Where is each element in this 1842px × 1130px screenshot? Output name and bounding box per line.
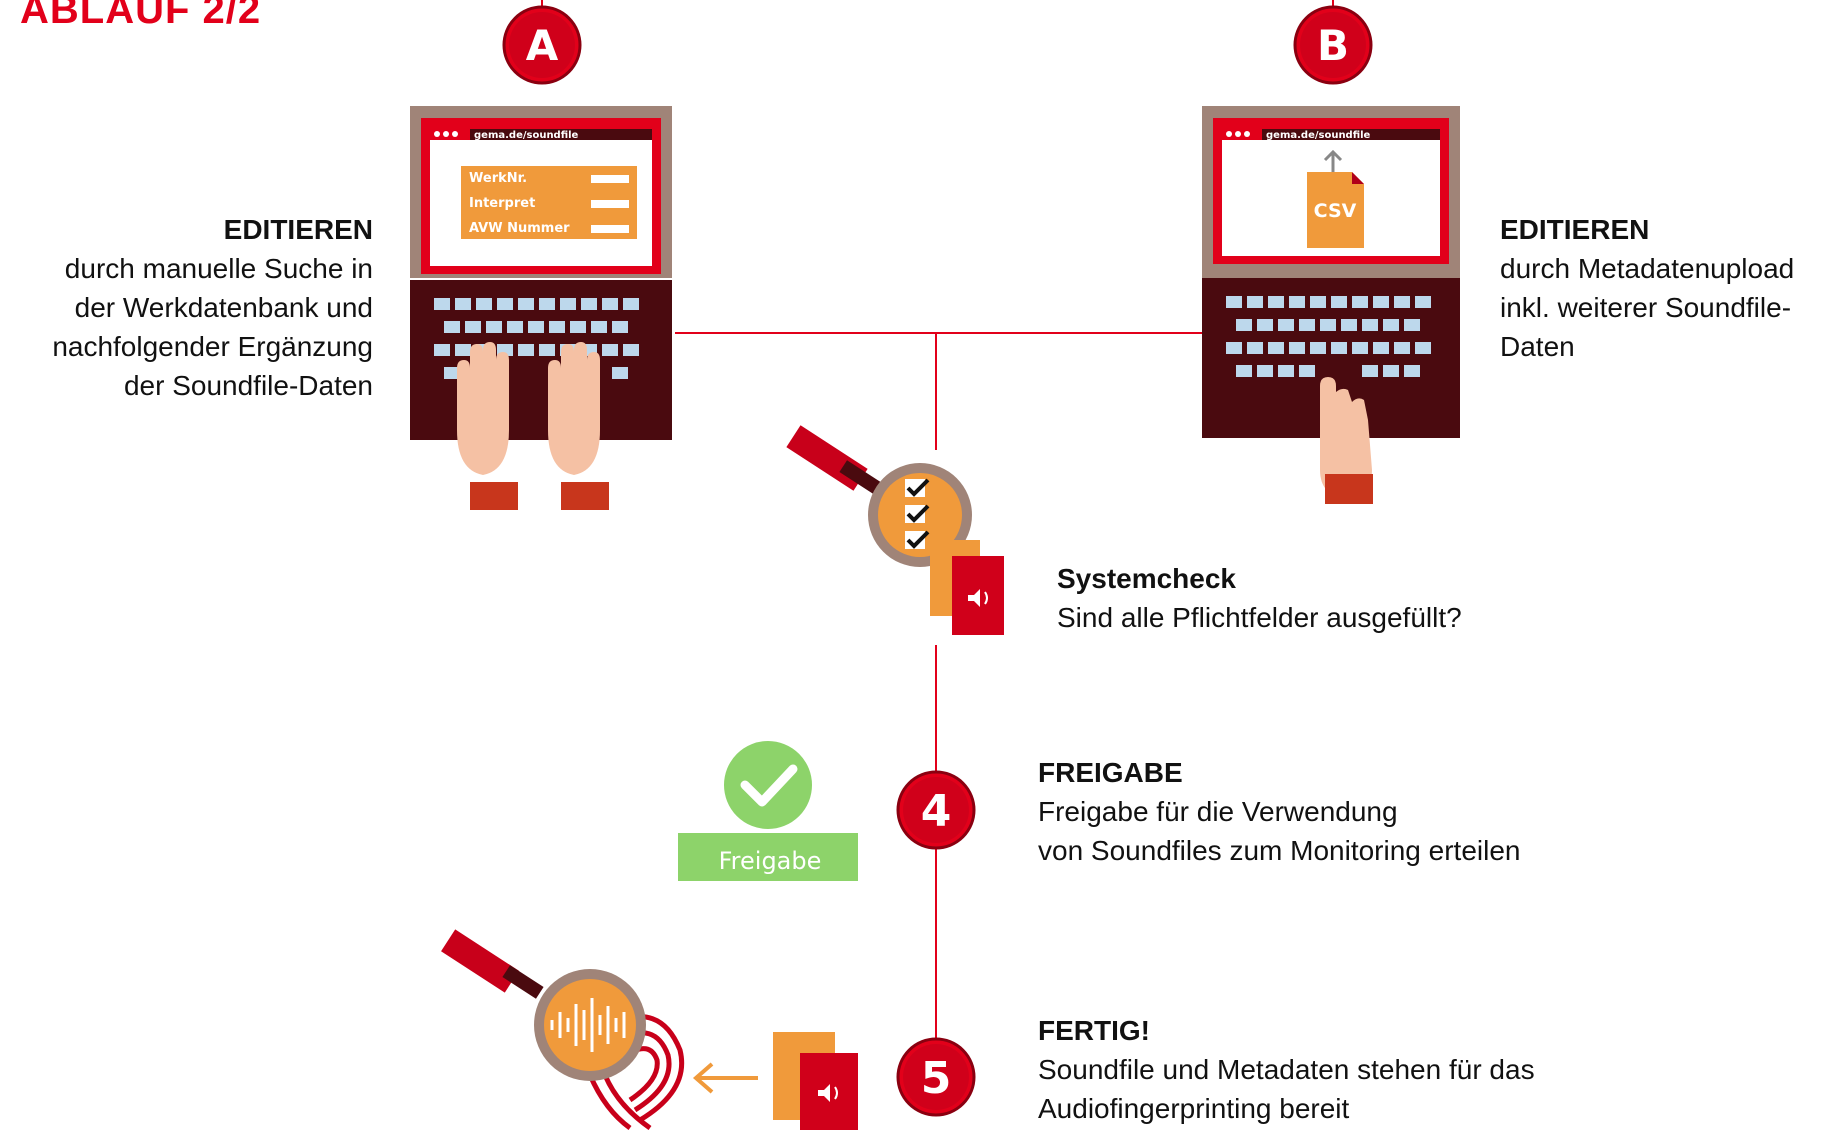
csv-file-label: CSV bbox=[1314, 200, 1357, 222]
edit-upload-text: EDITIEREN durch Metadatenupload inkl. we… bbox=[1500, 210, 1840, 366]
release-line: Freigabe für die Verwendung bbox=[1038, 796, 1398, 827]
release-line: von Soundfiles zum Monitoring erteilen bbox=[1038, 835, 1521, 866]
audio-fingerprint-icon bbox=[441, 929, 685, 1130]
marker-step-5-label: 5 bbox=[921, 1053, 952, 1104]
done-text: FERTIG! Soundfile und Metadaten stehen f… bbox=[1038, 1011, 1798, 1128]
done-heading: FERTIG! bbox=[1038, 1015, 1150, 1046]
edit-manual-line: durch manuelle Suche in bbox=[64, 253, 373, 284]
laptop-b-url: gema.de/soundfile bbox=[1266, 130, 1371, 141]
edit-upload-line: Daten bbox=[1500, 331, 1575, 362]
systemcheck-icon bbox=[786, 425, 1004, 635]
release-text: FREIGABE Freigabe für die Verwendung von… bbox=[1038, 753, 1798, 870]
marker-step-4: 4 bbox=[896, 770, 976, 850]
laptop-a-field-1: WerkNr. bbox=[469, 171, 527, 186]
marker-a-label: A bbox=[526, 21, 559, 70]
systemcheck-heading: Systemcheck bbox=[1057, 563, 1237, 594]
marker-b: B bbox=[1293, 5, 1373, 85]
systemcheck-text: Systemcheck Sind alle Pflichtfelder ausg… bbox=[1057, 559, 1757, 637]
done-line: Soundfile und Metadaten stehen für das bbox=[1038, 1054, 1535, 1085]
marker-step-4-label: 4 bbox=[921, 786, 952, 837]
done-line: Audiofingerprinting bereit bbox=[1038, 1093, 1350, 1124]
laptop-a-illustration: gema.de/soundfile WerkNr. Interpret AVW … bbox=[410, 106, 672, 510]
edit-manual-line: nachfolgender Ergänzung bbox=[52, 331, 373, 362]
laptop-a-field-3: AVW Nummer bbox=[469, 221, 570, 236]
edit-upload-line: inkl. weiterer Soundfile- bbox=[1500, 292, 1792, 323]
laptop-b-keys bbox=[1226, 296, 1431, 377]
marker-a: A bbox=[502, 5, 582, 85]
page-title: ABLAUF 2/2 bbox=[20, 0, 262, 32]
release-stamp-icon: Freigabe bbox=[678, 737, 858, 881]
edit-manual-text: EDITIEREN durch manuelle Suche in der We… bbox=[0, 210, 373, 405]
edit-upload-heading: EDITIEREN bbox=[1500, 214, 1650, 245]
edit-manual-heading: EDITIEREN bbox=[223, 214, 373, 245]
edit-manual-line: der Werkdatenbank und bbox=[74, 292, 373, 323]
release-stamp-label: Freigabe bbox=[719, 847, 822, 875]
marker-b-label: B bbox=[1317, 21, 1349, 70]
soundfile-documents-icon bbox=[773, 1032, 858, 1130]
release-heading: FREIGABE bbox=[1038, 757, 1183, 788]
edit-upload-line: durch Metadatenupload bbox=[1500, 253, 1795, 284]
laptop-a-field-2: Interpret bbox=[469, 196, 535, 211]
systemcheck-line: Sind alle Pflichtfelder ausgefüllt? bbox=[1057, 602, 1462, 633]
edit-manual-line: der Soundfile-Daten bbox=[123, 370, 373, 401]
arrow-left-icon bbox=[692, 1062, 758, 1094]
laptop-b-hand bbox=[1320, 377, 1373, 504]
laptop-a-url: gema.de/soundfile bbox=[474, 130, 579, 141]
laptop-a-hands bbox=[457, 342, 609, 510]
marker-step-5: 5 bbox=[896, 1037, 976, 1117]
laptop-b-illustration: gema.de/soundfile CSV bbox=[1202, 106, 1460, 504]
